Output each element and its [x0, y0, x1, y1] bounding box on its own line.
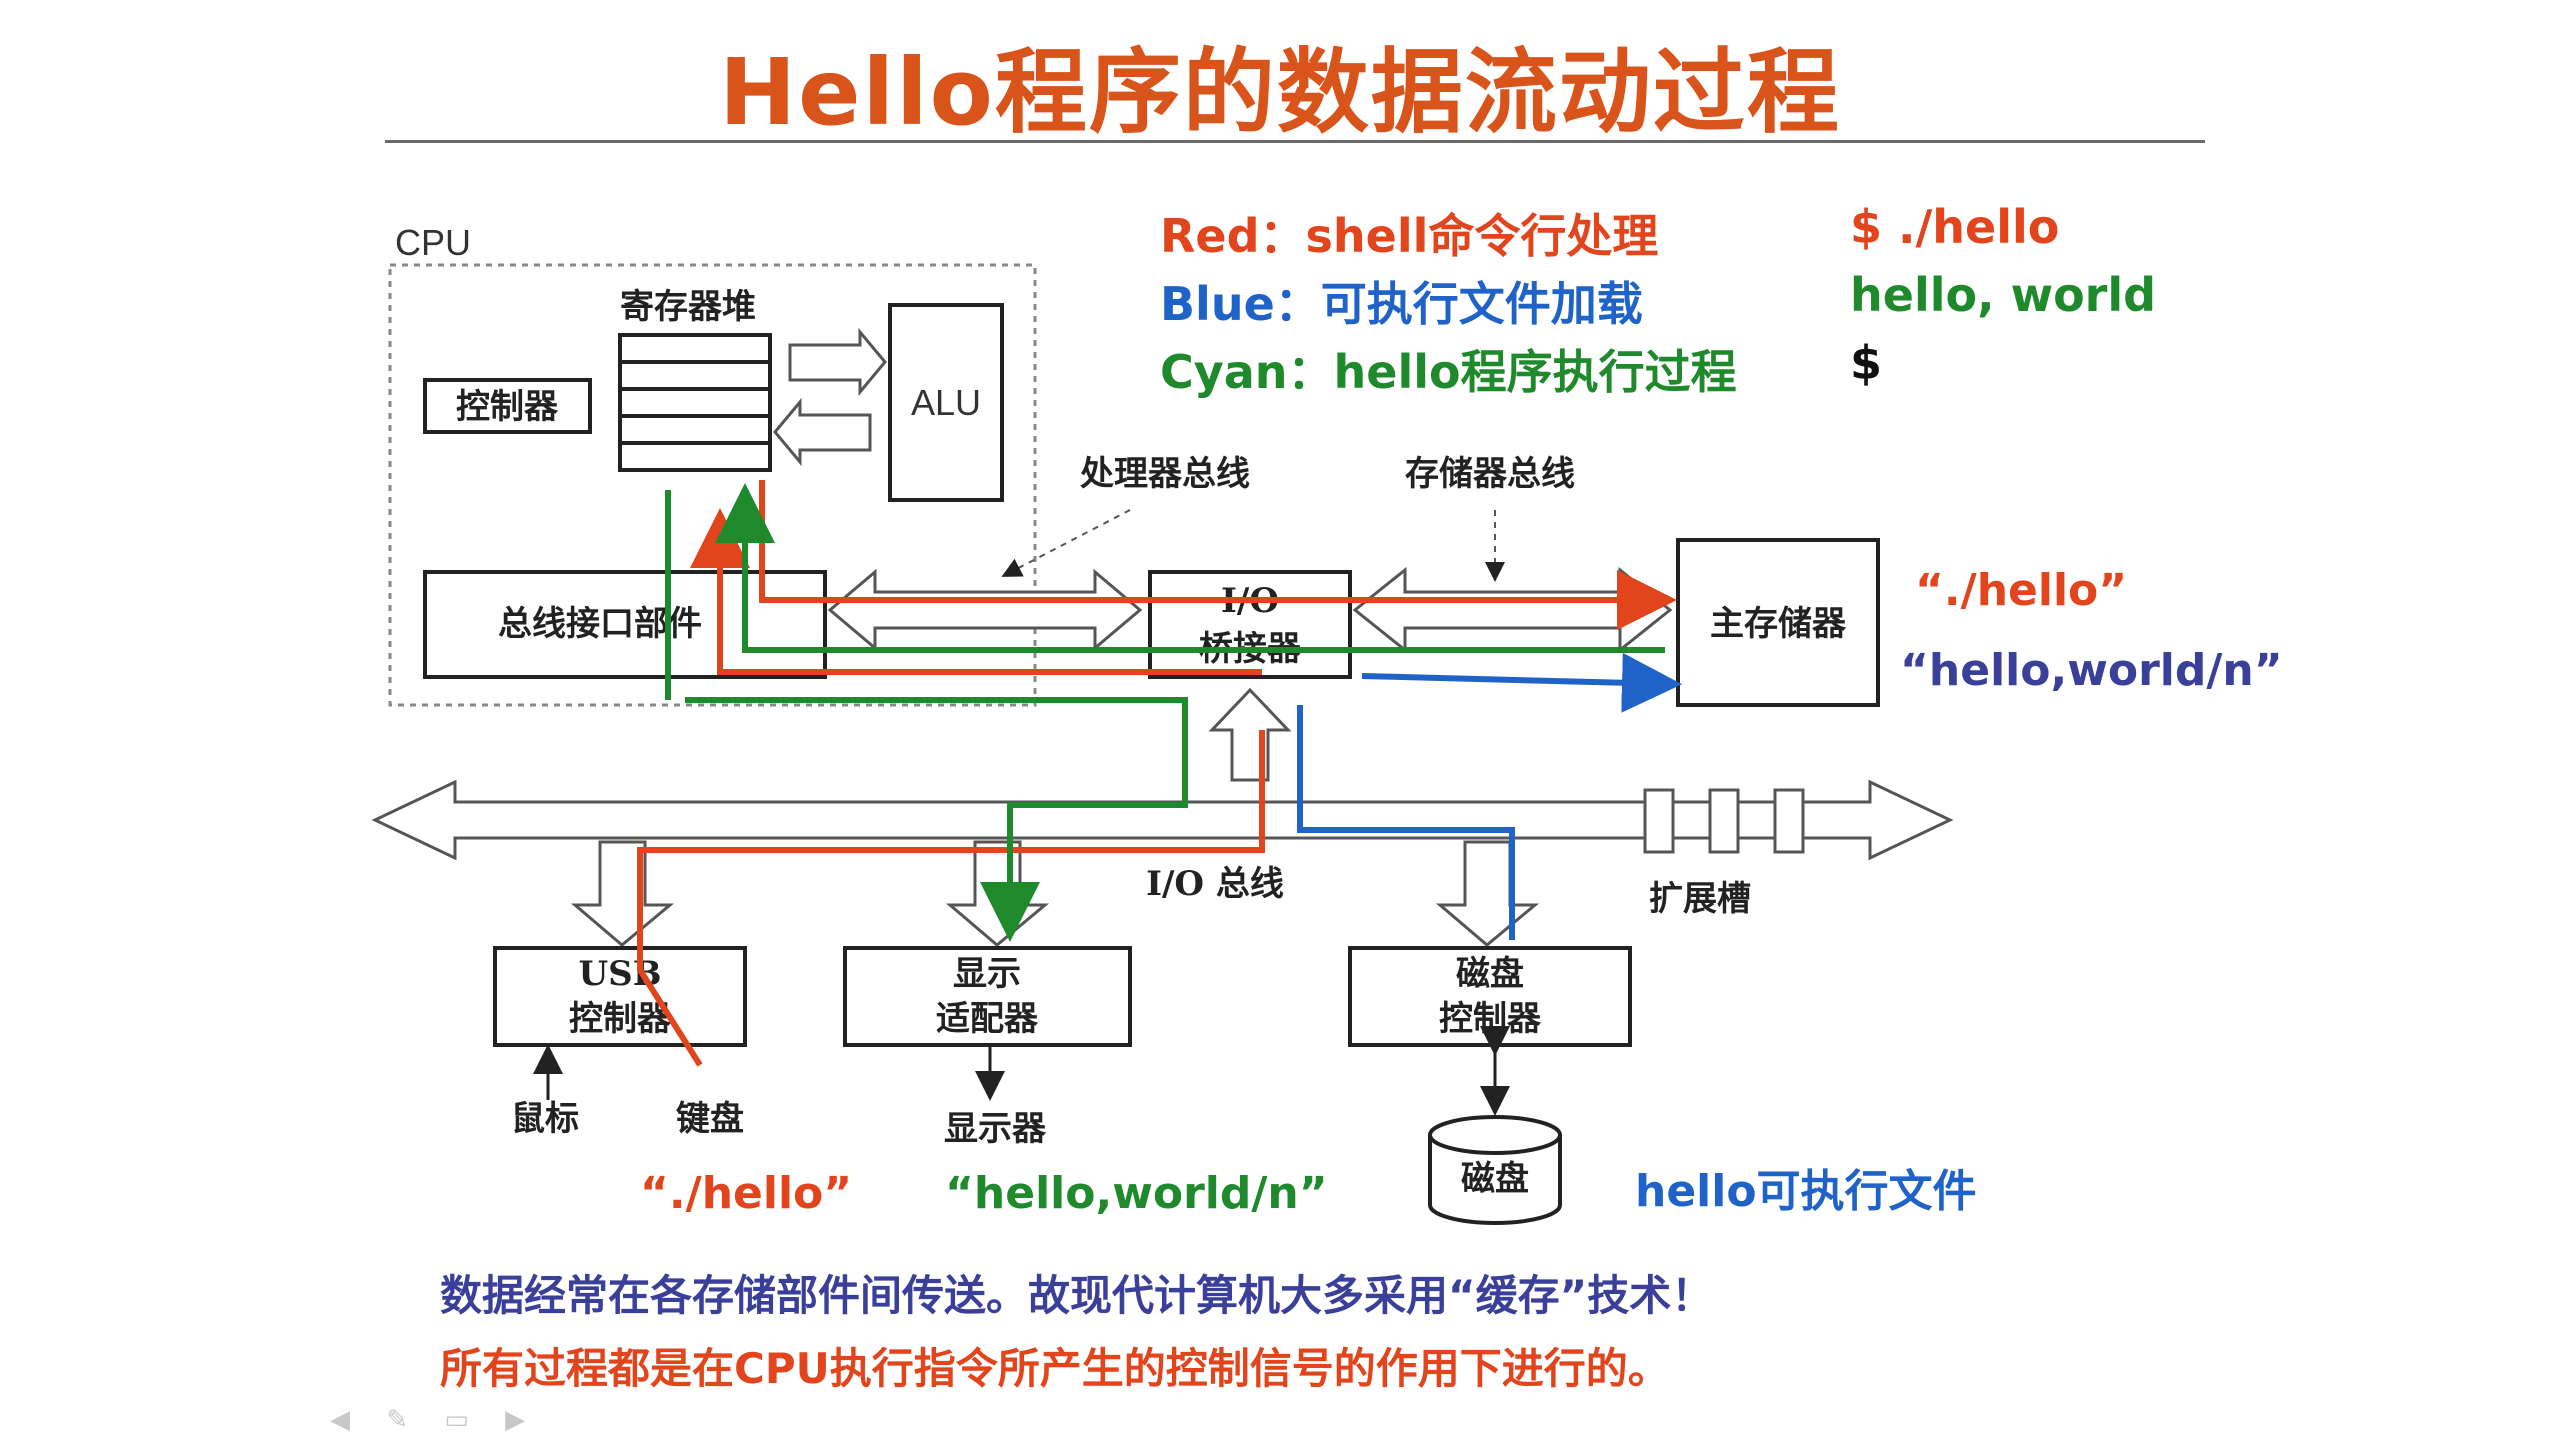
annotation-keyboard-hello: “./hello” — [640, 1168, 853, 1219]
usb-down-arrow — [570, 840, 675, 947]
annotation-memory-hello: “./hello” — [1915, 565, 2128, 616]
disk-label: 磁盘 — [1461, 1159, 1529, 1199]
mouse-label: 鼠标 — [511, 1099, 579, 1139]
legend-red: Red：shell命令行处理 — [1160, 209, 1659, 263]
disk-ctrl-label-1: 磁盘 — [1456, 954, 1524, 994]
legend-prompt: $ — [1850, 336, 1883, 390]
blue-path — [1297, 652, 1682, 940]
slide-nav-controls[interactable]: ◀ ✎ ▭ ▶ — [330, 1405, 540, 1435]
register-file-block — [618, 333, 772, 472]
controller-box — [423, 378, 592, 434]
io-bridge-box — [1148, 570, 1352, 679]
note-cache: 数据经常在各存储部件间传送。故现代计算机大多采用“缓存”技术！ — [440, 1271, 1714, 1320]
display-label-2: 适配器 — [936, 999, 1039, 1039]
display-adapter-box — [843, 946, 1132, 1047]
display-label-1: 显示 — [953, 954, 1021, 994]
alu-box — [888, 303, 1004, 502]
title-divider — [385, 140, 2205, 143]
legend-output: hello, world — [1850, 268, 2157, 322]
main-memory-label: 主存储器 — [1710, 604, 1847, 644]
usb-controller-box — [493, 946, 747, 1047]
bus-interface-box — [423, 570, 827, 679]
expansion-slot-label: 扩展槽 — [1649, 879, 1751, 919]
legend-command: $ ./hello — [1850, 200, 2060, 254]
alu-to-reg-arrow — [773, 397, 872, 467]
processor-bus-label: 处理器总线 — [1079, 454, 1250, 494]
io-bus-label: I/O 总线 — [1146, 864, 1284, 904]
slide-title: Hello程序的数据流动过程 — [719, 39, 1841, 146]
register-file-label: 寄存器堆 — [620, 287, 756, 327]
legend-blue: Blue：可执行文件加载 — [1160, 277, 1643, 331]
green-path — [665, 483, 1665, 942]
annotation-display-output: “hello,world/n” — [945, 1168, 1328, 1219]
processor-bus — [827, 568, 1143, 652]
expansion-slots — [1643, 788, 1805, 854]
disk-cylinder — [1428, 1115, 1562, 1225]
reg-to-alu-arrow — [788, 327, 887, 397]
io-bus — [371, 779, 1954, 861]
note-control-signal: 所有过程都是在CPU执行指令所产生的控制信号的作用下进行的。 — [440, 1344, 1670, 1393]
cpu-label: CPU — [395, 222, 471, 263]
memory-bus-label: 存储器总线 — [1405, 454, 1575, 494]
annotation-memory-output: “hello,world/n” — [1900, 645, 2283, 696]
main-memory-box — [1676, 538, 1880, 707]
legend-cyan: Cyan：hello程序执行过程 — [1160, 345, 1737, 399]
bridge-io-connector — [1208, 687, 1292, 782]
disk-down-arrow — [1435, 840, 1540, 947]
annotation-disk-file: hello可执行文件 — [1635, 1166, 1977, 1217]
alu-label: ALU — [911, 382, 981, 423]
keyboard-label: 键盘 — [676, 1099, 744, 1139]
controller-label: 控制器 — [456, 387, 559, 427]
usb-label-2: 控制器 — [569, 999, 672, 1039]
bus-interface-label: 总线接口部件 — [498, 604, 702, 644]
memory-bus — [1352, 566, 1673, 654]
display-down-arrow — [945, 840, 1050, 947]
cpu-boundary — [388, 263, 1037, 707]
monitor-label: 显示器 — [944, 1109, 1047, 1149]
disk-ctrl-label-2: 控制器 — [1439, 999, 1542, 1039]
